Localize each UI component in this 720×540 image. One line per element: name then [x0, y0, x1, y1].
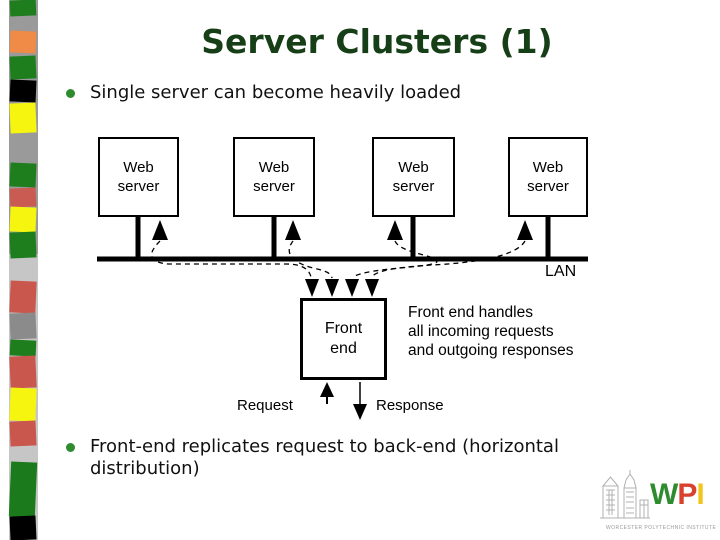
strip-color-block — [8, 461, 38, 518]
front-end-annotation: Front end handles all incoming requests … — [408, 303, 573, 360]
web-server-label: server — [117, 178, 160, 195]
strip-color-block — [9, 231, 37, 259]
web-server-label: Web — [532, 159, 564, 176]
web-server-label: server — [527, 178, 569, 195]
decorative-color-strip — [8, 0, 38, 540]
wpi-subtext: WORCESTER POLYTECHNIC INSTITUTE — [606, 525, 717, 531]
strip-color-block — [9, 387, 37, 422]
strip-color-block — [9, 187, 37, 208]
strip-color-block — [9, 280, 37, 314]
web-server-label: server — [392, 178, 435, 195]
annotation-line: Front end handles — [408, 304, 533, 321]
strip-color-block — [9, 312, 37, 340]
bullet-text: Single server can become heavily loaded — [90, 82, 462, 103]
wpi-letters: WPI — [650, 478, 705, 511]
wpi-logo: WPI WORCESTER POLYTECHNIC INSTITUTE — [598, 468, 716, 536]
strip-color-block — [9, 102, 37, 134]
bullet-text: Front-end replicates request to back-end… — [90, 436, 559, 479]
request-label: Request — [237, 397, 293, 414]
bullet-dot-icon — [66, 443, 75, 452]
web-server-label: Web — [258, 159, 290, 176]
campus-buildings-icon — [600, 470, 650, 519]
strip-color-block — [9, 162, 37, 188]
front-end-box: Front end — [300, 298, 387, 380]
web-server-box-1: Web server — [98, 137, 179, 217]
response-label: Response — [376, 397, 444, 414]
bullet-item-2: Front-end replicates request to back-end… — [66, 436, 606, 480]
front-end-label: Front — [324, 320, 363, 337]
wpi-letter: P — [677, 478, 697, 511]
annotation-line: and outgoing responses — [408, 342, 574, 359]
web-server-box-4: Web server — [508, 137, 588, 217]
bullet-item-1: Single server can become heavily loaded — [66, 82, 666, 104]
annotation-line: all incoming requests — [408, 323, 554, 340]
strip-color-block — [9, 206, 37, 233]
web-server-box-2: Web server — [233, 137, 315, 217]
strip-color-block — [9, 515, 37, 540]
web-server-label: server — [253, 178, 295, 195]
strip-color-block — [9, 0, 37, 17]
strip-color-block — [9, 355, 37, 389]
web-server-label: Web — [398, 159, 429, 176]
wpi-letter: I — [696, 478, 704, 511]
strip-color-block — [9, 30, 37, 54]
wpi-letter: W — [650, 478, 678, 511]
strip-color-block — [9, 55, 37, 80]
page-title: Server Clusters (1) — [201, 22, 553, 61]
web-server-box-3: Web server — [372, 137, 455, 217]
front-end-label: end — [330, 340, 357, 357]
strip-color-block — [9, 420, 37, 447]
strip-color-block — [9, 79, 37, 103]
bullet-dot-icon — [66, 89, 75, 98]
strip-color-block — [9, 339, 37, 357]
web-server-label: Web — [123, 159, 154, 176]
lan-label: LAN — [545, 263, 577, 280]
